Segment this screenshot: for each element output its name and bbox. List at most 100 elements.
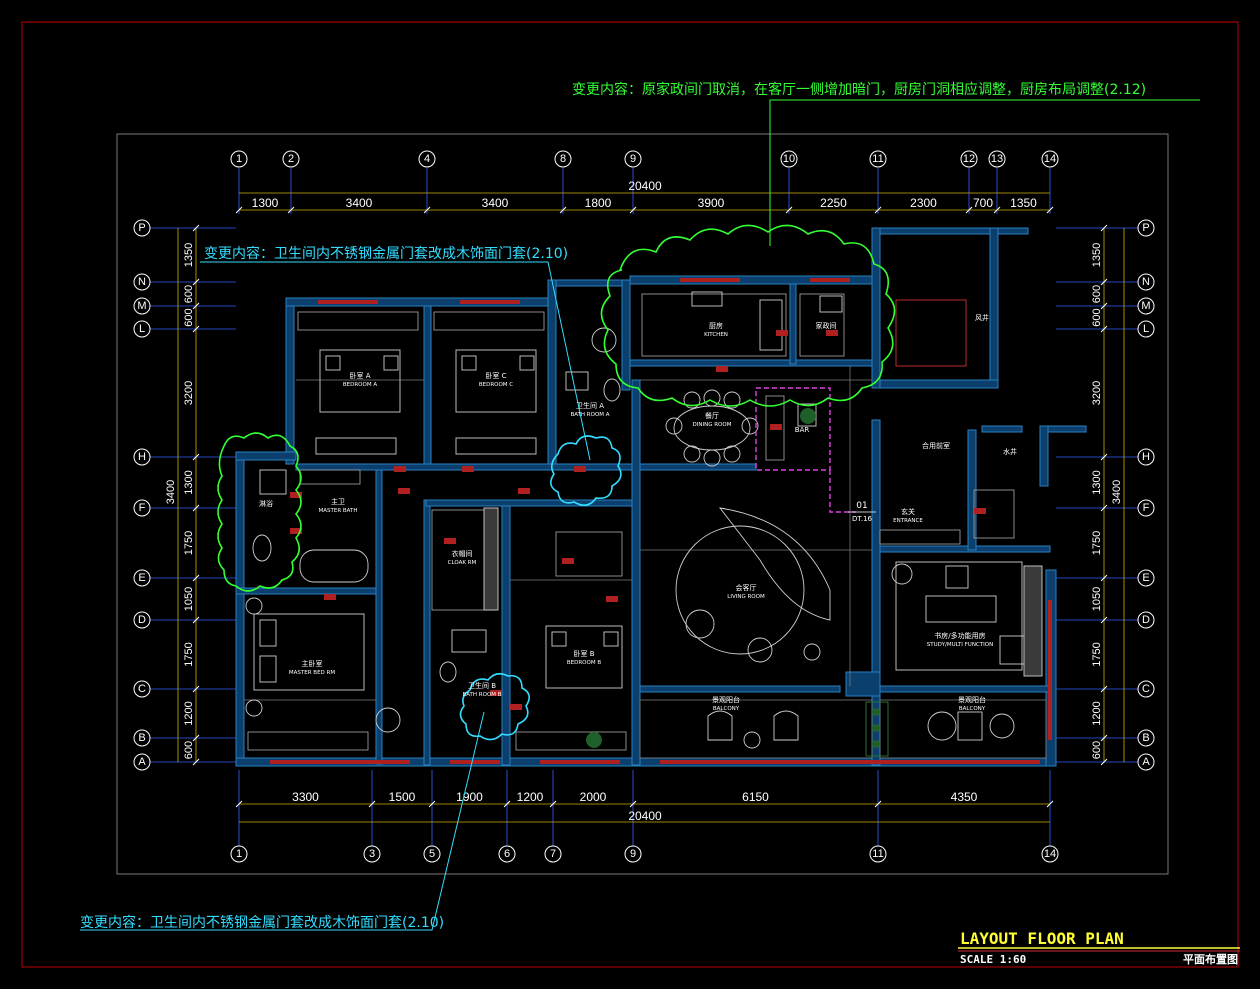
door-tags	[290, 330, 986, 710]
dim-bottom-tick	[368, 800, 376, 808]
grid-bubble-top	[1041, 150, 1059, 168]
grid-bubble-left	[133, 611, 151, 629]
grid-label-top: 14	[1044, 153, 1056, 165]
grid-label-top: 8	[560, 153, 566, 165]
grid-bubble-top	[282, 150, 300, 168]
room-name-en: CLOAK RM	[448, 560, 477, 566]
interior-lines	[244, 366, 1047, 759]
grid-label-bottom: 1	[236, 848, 242, 860]
grid-bubble-bottom	[230, 845, 248, 863]
dim-bottom-tick	[428, 800, 436, 808]
grid-label-top: 10	[783, 153, 795, 165]
room-name-en: LIVING ROOM	[727, 594, 765, 600]
grid-label-right: A	[1142, 756, 1150, 768]
grid-label-left: F	[139, 502, 146, 514]
dim-bottom-tick	[629, 800, 637, 808]
dim-bottom-tick	[874, 800, 882, 808]
furniture	[245, 291, 1043, 757]
grid-label-top: 9	[630, 153, 636, 165]
dim-top-value: 3400	[346, 196, 373, 210]
dim-right-value: 1200	[1091, 701, 1103, 725]
dim-right-tick	[1100, 574, 1108, 582]
dim-bottom-value: 4350	[951, 790, 978, 804]
dim-bottom-value: 6150	[742, 790, 769, 804]
grid-bubble-left	[133, 680, 151, 698]
dim-left-tick	[192, 685, 200, 693]
dim-left-value: 600	[183, 285, 195, 303]
dim-left-total: 3400	[165, 480, 177, 504]
grid-label-top: 4	[424, 153, 430, 165]
grid-label-right: F	[1143, 502, 1150, 514]
grid-bubble-right	[1137, 448, 1155, 466]
grid-bubble-right	[1137, 499, 1155, 517]
grid-label-right: B	[1142, 732, 1149, 744]
dim-left-tick	[192, 325, 200, 333]
dim-top-tick	[785, 206, 793, 214]
dim-bottom-total: 20400	[628, 809, 662, 823]
grid-bubble-left	[133, 753, 151, 771]
dim-right-tick	[1100, 278, 1108, 286]
dim-left-value: 600	[183, 308, 195, 326]
grid-label-left: M	[137, 300, 146, 312]
grid-bubble-left	[133, 297, 151, 315]
room-name: 卧室 B	[573, 649, 594, 658]
grid-bubble-right	[1137, 297, 1155, 315]
room-name: 合用前室	[922, 441, 950, 450]
dim-bottom-value: 3300	[292, 790, 319, 804]
dim-bottom-tick	[1046, 800, 1054, 808]
dim-right-value: 600	[1091, 285, 1103, 303]
grid-bubble-left	[133, 219, 151, 237]
dim-left-value: 1300	[183, 470, 195, 494]
dim-left-tick	[192, 453, 200, 461]
room-name-en: BATH ROOM A	[570, 412, 609, 418]
sheet-frame	[116, 133, 1169, 875]
revision-clouds	[217, 224, 896, 592]
grid-label-bottom: 3	[369, 848, 375, 860]
grid-bubble-bottom	[869, 845, 887, 863]
dim-left-value: 1750	[183, 531, 195, 555]
revision-note-top: 变更内容：原家政间门取消，在客厅一侧增加暗门，厨房门洞相应调整，厨房布局调整(2…	[572, 81, 1146, 98]
room-name: 家政间	[816, 321, 837, 330]
grid-bubble-top	[554, 150, 572, 168]
grid-label-right: D	[1142, 614, 1150, 626]
grid-label-bottom: 7	[550, 848, 556, 860]
grid-label-right: C	[1142, 683, 1150, 695]
grid-bubble-bottom	[1041, 845, 1059, 863]
grid-bubble-top	[624, 150, 642, 168]
room-name-en: BATH ROOM B	[462, 692, 501, 698]
grid-label-right: N	[1142, 276, 1150, 288]
dim-right-tick	[1100, 734, 1108, 742]
grid-bubble-left	[133, 320, 151, 338]
room-name: 书房/多功能用房	[934, 631, 985, 640]
dim-top-tick	[993, 206, 1001, 214]
grid-label-bottom: 14	[1044, 848, 1056, 860]
grid-label-left: C	[138, 683, 146, 695]
dim-right-tick	[1100, 302, 1108, 310]
bar-outline	[755, 387, 856, 513]
grid-bubble-left	[133, 448, 151, 466]
dim-top-value: 3900	[698, 196, 725, 210]
dim-left-tick	[192, 734, 200, 742]
dim-right-tick	[1100, 504, 1108, 512]
grid-bubble-left	[133, 499, 151, 517]
room-name: 淋浴	[259, 499, 273, 508]
dim-top-value: 1350	[1010, 196, 1037, 210]
dim-right-tick	[1100, 616, 1108, 624]
grid-bubble-right	[1137, 729, 1155, 747]
grid-label-left: D	[138, 614, 146, 626]
dim-left-tick	[192, 504, 200, 512]
grid-bubble-right	[1137, 320, 1155, 338]
grid-label-left: B	[138, 732, 145, 744]
grid-bubble-right	[1137, 569, 1155, 587]
dim-top-tick	[629, 206, 637, 214]
room-name: 风井	[975, 313, 989, 322]
dim-left-value: 1200	[183, 701, 195, 725]
detail-tag: 01 DT.16	[848, 501, 876, 523]
dim-left-tick	[192, 278, 200, 286]
dim-right-tick	[1100, 758, 1108, 766]
dim-left-value: 1050	[183, 587, 195, 611]
grid-bubble-top	[960, 150, 978, 168]
grid-label-bottom: 6	[504, 848, 510, 860]
dim-left-tick	[192, 616, 200, 624]
